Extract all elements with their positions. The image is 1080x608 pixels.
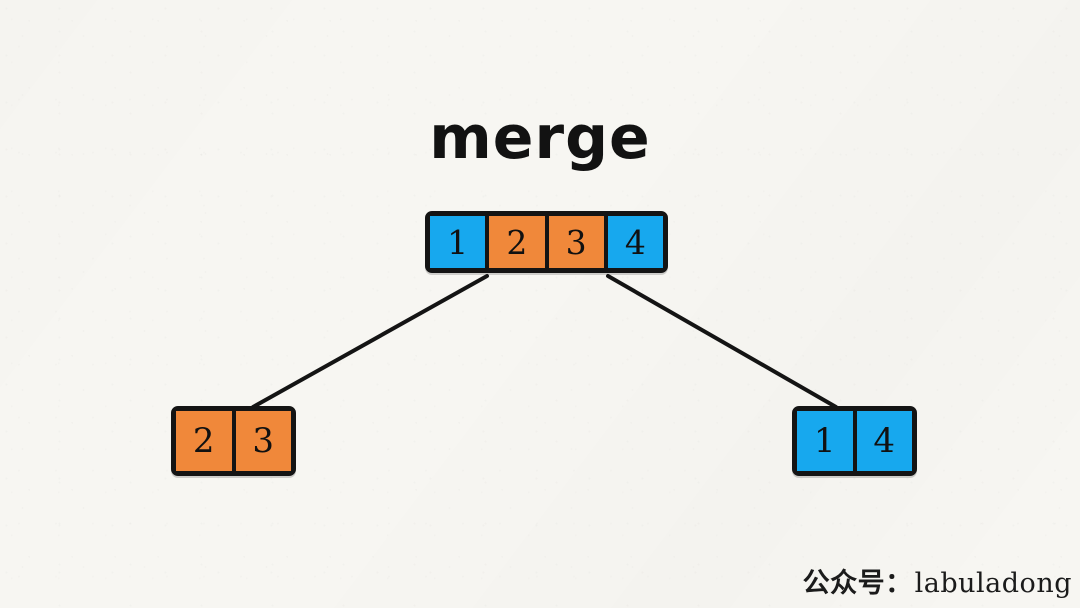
right-subarray-cell-0: 1	[797, 411, 853, 471]
left-subarray: 2 3	[171, 406, 296, 476]
right-subarray-cell-1: 4	[856, 411, 912, 471]
merged-array-cell-1: 2	[489, 216, 545, 268]
merged-array: 1 2 3 4	[425, 211, 668, 273]
edge-root-to-left-line	[251, 274, 489, 409]
merged-array-cell-2: 3	[548, 216, 604, 268]
page-title: merge	[429, 103, 651, 173]
right-subarray: 1 4	[792, 406, 917, 476]
left-subarray-cell-1: 3	[235, 411, 291, 471]
merged-array-cell-0: 1	[430, 216, 486, 268]
edge-root-to-right-line	[606, 274, 838, 409]
watermark: 公众号： labuladong	[803, 561, 1072, 600]
watermark-account-name: labuladong	[914, 568, 1072, 599]
merged-array-cell-3: 4	[607, 216, 663, 268]
watermark-label: 公众号：	[802, 568, 913, 599]
left-subarray-cell-0: 2	[176, 411, 232, 471]
